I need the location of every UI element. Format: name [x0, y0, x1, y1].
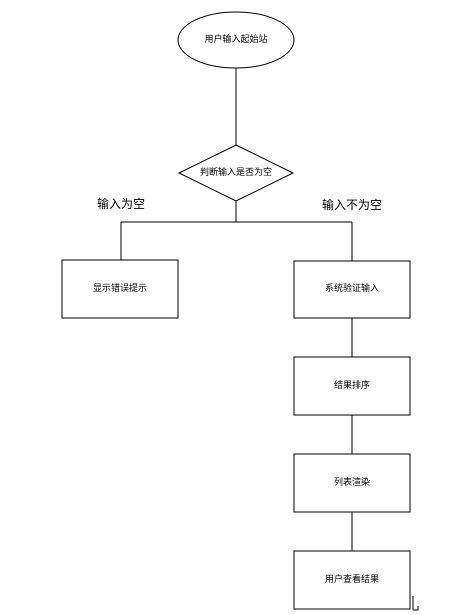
branch-label-empty: 输入为空: [97, 196, 145, 211]
branch-label-not-empty: 输入不为空: [322, 197, 382, 212]
render-label: 列表渲染: [334, 476, 370, 488]
sort-label: 结果排序: [334, 379, 370, 391]
start-node-label: 用户输入起始站: [204, 33, 267, 45]
validate-label: 系统验证输入: [325, 282, 379, 294]
render-box: [293, 453, 411, 513]
show-error-box: [61, 259, 179, 319]
view-label: 用户查看结果: [325, 573, 379, 585]
decision-node-label: 判断输入是否为空: [200, 166, 272, 178]
show-error-label: 显示错误提示: [93, 282, 147, 294]
paragraph-mark-icon: [413, 606, 419, 611]
view-box: [293, 550, 411, 610]
validate-box: [293, 260, 411, 319]
